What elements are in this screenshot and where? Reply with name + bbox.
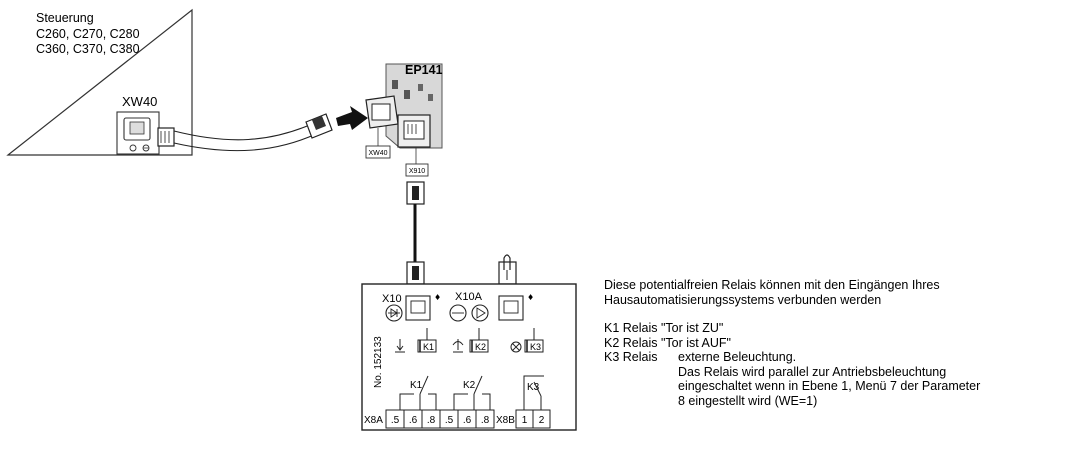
k3-line-1: externe Beleuchtung. (678, 350, 797, 364)
x8b-terminal: 2 (539, 415, 545, 426)
board-name: EP141 (405, 63, 443, 77)
x8a-terminal: .8 (481, 415, 490, 426)
x8a-terminal: .5 (445, 415, 454, 426)
controller-models-line2: C360, C370, C380 (36, 42, 140, 56)
intro-line-1: Diese potentialfreien Relais können mit … (604, 278, 940, 292)
intro-line-2: Hausautomatisierungssystems verbunden we… (604, 292, 882, 307)
k1-coil-label: K1 (423, 342, 434, 352)
k3-description-label: K3 Relais (604, 350, 658, 364)
x8a-label: X8A (364, 415, 383, 426)
k1-description: K1 Relais "Tor ist ZU" (604, 321, 724, 335)
x8a-terminal: .6 (463, 415, 472, 426)
k1-contact-label: K1 (410, 380, 423, 391)
k2-contact-label: K2 (463, 380, 476, 391)
k3-line-2: Das Relais wird parallel zur Antriebsbel… (678, 364, 947, 379)
x8b-label: X8B (496, 415, 515, 426)
k3-coil-label: K3 (530, 342, 541, 352)
svg-text:♦: ♦ (434, 293, 441, 302)
part-number: No. 152133 (373, 336, 384, 388)
controller-title: Steuerung (36, 11, 94, 25)
relay-plug-right (498, 254, 517, 285)
x10a-play-icon (471, 304, 489, 322)
x10-label: X10 (382, 293, 402, 305)
x8b-terminal: 1 (522, 415, 528, 426)
insert-arrow-icon (336, 106, 368, 130)
x10a-label: X10A (455, 291, 483, 303)
x8a-terminal: .6 (409, 415, 418, 426)
k2-coil-label: K2 (475, 342, 486, 352)
x8a-terminal: .5 (391, 415, 400, 426)
controller-port-label: XW40 (122, 94, 157, 109)
relay-cable (406, 181, 425, 285)
relay-box: X10 ♦ X10A ♦ No. 152133 K1 K1 (361, 283, 577, 431)
k3-line-3: eingeschaltet wenn in Ebene 1, Menü 7 de… (678, 379, 981, 393)
k3-line-4: 8 eingestellt wird (WE=1) (678, 393, 818, 408)
board-socket-xw40-tag: XW40 (368, 150, 387, 157)
board-socket-x910-tag: X910 (409, 168, 425, 175)
controller-models-line1: C260, C270, C280 (36, 27, 140, 41)
k3-description: K3 Relais externe Beleuchtung. Das Relai… (604, 350, 1044, 408)
svg-text:♦: ♦ (527, 293, 534, 302)
k2-description: K2 Relais "Tor ist AUF" (604, 335, 731, 350)
x8a-terminal: .8 (427, 415, 436, 426)
k3-contact-label: K3 (527, 382, 540, 393)
relay-description: Diese potentialfreien Relais können mit … (604, 278, 1044, 408)
lock-symbol-icon (129, 144, 137, 152)
ep141-board: EP141 XW40 X910 (365, 63, 443, 177)
rj-cable (157, 113, 333, 152)
